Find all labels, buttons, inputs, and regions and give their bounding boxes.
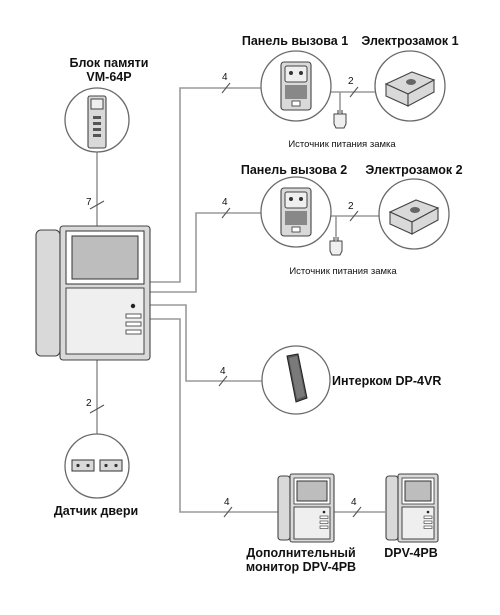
- lock-power-supply-1: [333, 110, 347, 129]
- memory-unit-label-line-1: Блок памяти: [70, 56, 149, 70]
- wire-count-lock-2: 2: [348, 201, 354, 212]
- wire-intercom: [150, 304, 262, 382]
- lock-power-supply-2: [329, 237, 343, 256]
- electric-lock-2-label: Электрозамок 2: [365, 163, 462, 177]
- wire-count-panel-2: 4: [222, 197, 228, 208]
- second-monitor: [385, 473, 439, 543]
- extra-monitor-label-line-1: Дополнительный: [246, 546, 355, 560]
- memory-unit-label-line-2: VM-64P: [86, 70, 131, 84]
- wire-count-door-sensor: 2: [86, 398, 92, 409]
- call-panel-2-label: Панель вызова 2: [241, 163, 347, 177]
- lock-power-supply-1-label: Источник питания замка: [288, 139, 396, 150]
- electric-lock-1-label: Электрозамок 1: [361, 34, 458, 48]
- call-panel-1: [260, 50, 332, 122]
- intercom: [261, 345, 331, 415]
- main-monitor: [35, 225, 151, 361]
- wire-panel-1: [150, 87, 262, 283]
- wire-extra-monitor: [150, 318, 278, 513]
- extra-monitor: [277, 473, 335, 543]
- call-panel-1-label: Панель вызова 1: [242, 34, 348, 48]
- wire-count-lock-1: 2: [348, 76, 354, 87]
- door-sensor: [64, 433, 130, 499]
- wire-panel-2: [150, 212, 262, 293]
- door-sensor-label: Датчик двери: [54, 504, 138, 518]
- wiring: [89, 82, 385, 518]
- lock-power-supply-2-label: Источник питания замка: [289, 266, 397, 277]
- extra-monitor-label-line-2: монитор DPV-4PB: [246, 560, 356, 574]
- wire-count-panel-1: 4: [222, 72, 228, 83]
- wire-count-memory: 7: [86, 197, 92, 208]
- memory-unit: [64, 87, 130, 153]
- electric-lock-2: [378, 178, 450, 250]
- intercom-label: Интерком DP-4VR: [332, 374, 441, 388]
- second-monitor-label: DPV-4PB: [384, 546, 438, 560]
- call-panel-2: [260, 176, 332, 248]
- wire-counts: 7 4 2 4 2 4 2 4 4: [86, 72, 357, 508]
- wire-count-extra-monitor: 4: [224, 497, 230, 508]
- electric-lock-1: [374, 50, 446, 122]
- wire-count-intercom: 4: [220, 366, 226, 377]
- wire-count-monitor-link: 4: [351, 497, 357, 508]
